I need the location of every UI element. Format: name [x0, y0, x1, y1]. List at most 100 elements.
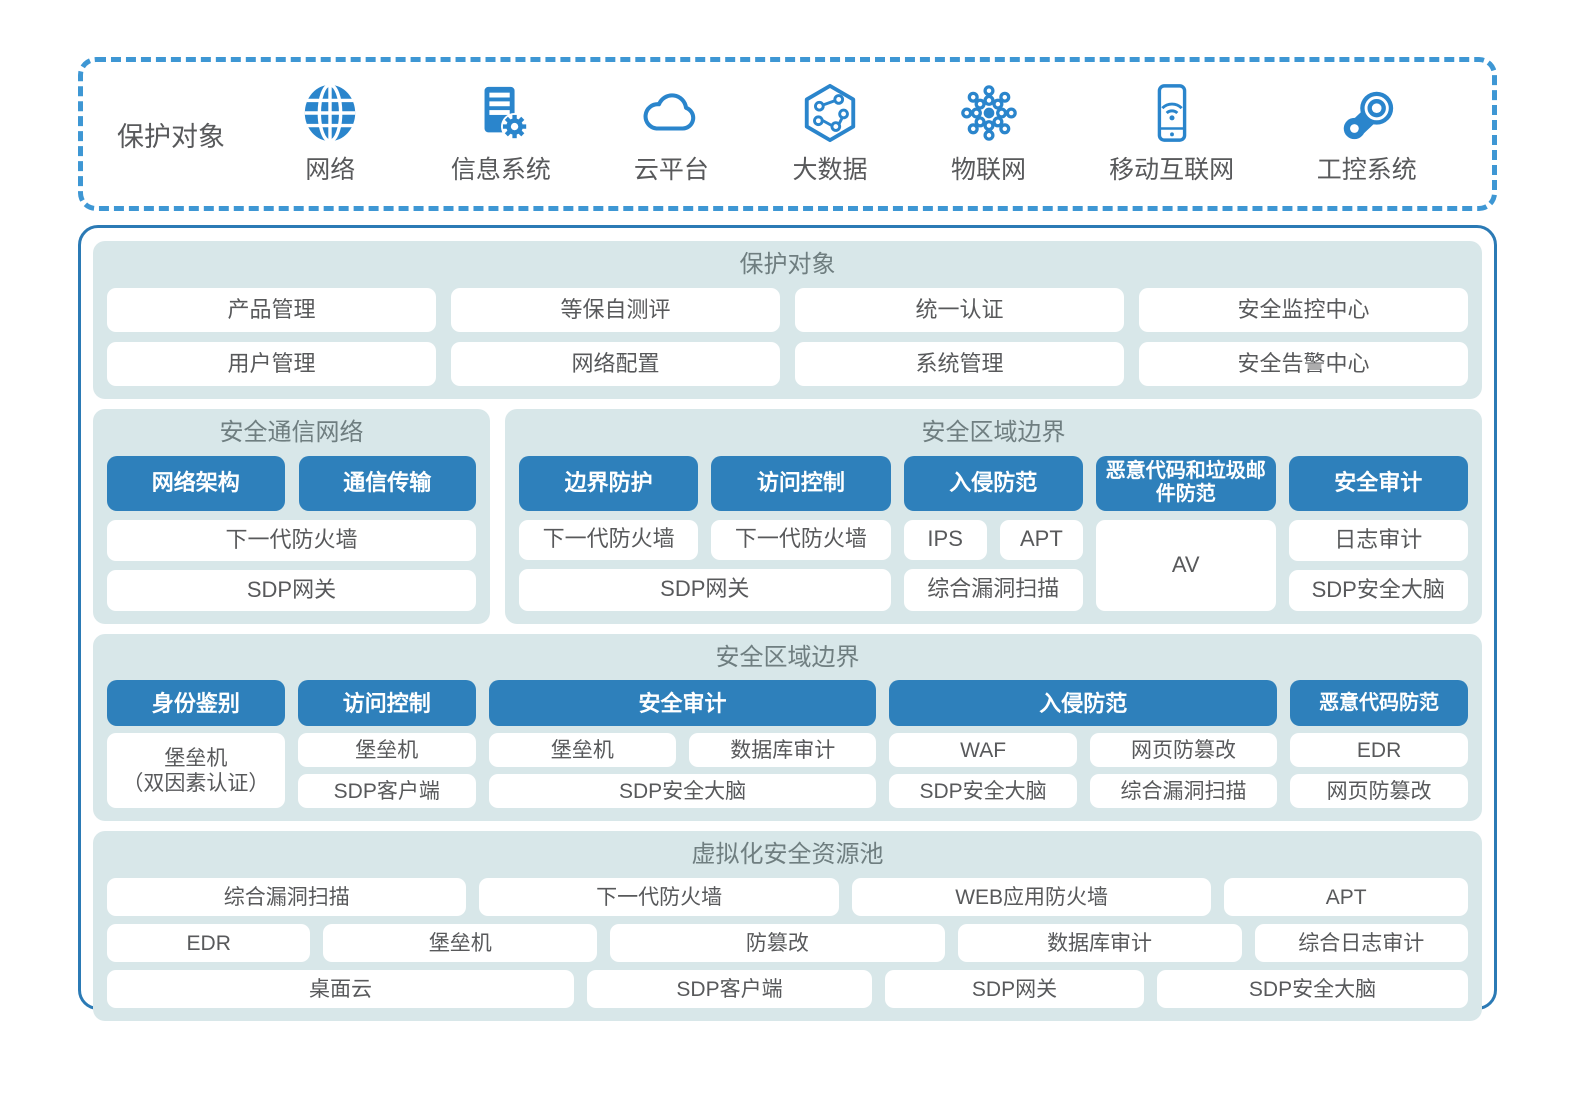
section-title: 安全区域边界 — [921, 418, 1066, 446]
zone2-access-column: 访问控制 堡垒机 SDP客户端 — [297, 680, 476, 809]
item-box: APT — [999, 519, 1084, 560]
protected-objects-banner: 保护对象 网络 — [78, 57, 1497, 211]
item-box: 网络配置 — [451, 341, 780, 386]
zone2-body: 身份鉴别 堡垒机 （双因素认证） 访问控制 堡垒机 SDP客户端 安全审计 堡垒… — [107, 680, 1468, 809]
item-box: 统一认证 — [795, 287, 1124, 332]
zone2-intrusion-column: 入侵防范 WAF 网页防篡改 SDP安全大脑 综合漏洞扫描 — [889, 680, 1278, 809]
industrial-gears-icon — [1343, 91, 1393, 140]
zone2-identity-column: 身份鉴别 堡垒机 （双因素认证） — [107, 680, 285, 809]
item-box: IPS — [903, 519, 987, 560]
item-box: EDR — [1290, 733, 1468, 768]
item-box-shared: SDP网关 — [519, 568, 891, 611]
item-box: 综合漏洞扫描 — [903, 568, 1084, 611]
banner-item-iot: 物联网 — [951, 82, 1027, 186]
category-header: 网络架构 — [107, 455, 285, 511]
item-box: SDP客户端 — [587, 970, 872, 1009]
section-title: 保护对象 — [739, 251, 836, 278]
item-box: WEB应用防火墙 — [851, 878, 1212, 917]
banner-item-mobile: 移动互联网 — [1109, 82, 1234, 186]
section-secure-comm-network: 安全通信网络 网络架构 通信传输 下一代防火墙 SDP网关 — [93, 408, 490, 624]
item-box: 堡垒机 — [488, 733, 677, 768]
server-gear-icon — [484, 86, 528, 141]
category-header: 边界防护 — [519, 455, 699, 511]
zone1-border-access-group: 边界防护 访问控制 下一代防火墙 下一代防火墙 SDP网关 — [519, 455, 891, 611]
banner-item-info-system: 信息系统 — [451, 82, 551, 186]
mobile-wifi-icon — [1157, 84, 1186, 142]
banner-items: 网络 信息系统 — [251, 82, 1458, 186]
category-header: 入侵防范 — [889, 680, 1278, 727]
item-box: 数据库审计 — [957, 924, 1242, 963]
section-title: 虚拟化安全资源池 — [691, 841, 884, 869]
item-box: 下一代防火墙 — [711, 519, 891, 560]
category-header: 访问控制 — [711, 455, 891, 511]
item-box: 安全告警中心 — [1139, 341, 1468, 386]
bigdata-hexagon-icon — [804, 83, 856, 143]
zone1-malware-column: 恶意代码和垃圾邮件防范 AV — [1096, 455, 1276, 611]
banner-item-label: 移动互联网 — [1109, 156, 1235, 184]
zone1-pair-grid: 边界防护 访问控制 下一代防火墙 下一代防火墙 — [519, 455, 891, 560]
item-box: SDP安全大脑 — [488, 774, 877, 809]
security-architecture-container: 保护对象 产品管理 等保自测评 统一认证 安全监控中心 用户管理 网络配置 系统… — [78, 225, 1497, 1022]
item-box: 数据库审计 — [689, 733, 877, 768]
item-box: SDP网关 — [885, 970, 1144, 1009]
banner-item-label: 大数据 — [792, 156, 868, 184]
item-box: 综合漏洞扫描 — [107, 878, 467, 917]
banner-item-network: 网络 — [292, 82, 368, 186]
banner-item-label: 云平台 — [633, 156, 709, 184]
item-box: SDP安全大脑 — [1288, 569, 1468, 611]
item-line: 堡垒机 — [164, 746, 228, 770]
category-header: 恶意代码防范 — [1290, 680, 1468, 727]
category-header: 身份鉴别 — [107, 680, 285, 727]
globe-icon — [305, 83, 356, 143]
item-box: 用户管理 — [107, 341, 436, 386]
pool-row-1: 综合漏洞扫描 下一代防火墙 WEB应用防火墙 APT — [107, 878, 1468, 917]
item-box: 网页防篡改 — [1089, 733, 1278, 768]
management-grid: 产品管理 等保自测评 统一认证 安全监控中心 用户管理 网络配置 系统管理 安全… — [107, 287, 1468, 386]
item-box: 桌面云 — [107, 970, 574, 1009]
category-header: 访问控制 — [297, 680, 476, 727]
banner-item-label: 物联网 — [951, 156, 1027, 184]
item-box: 等保自测评 — [451, 287, 780, 332]
banner-item-industrial: 工控系统 — [1317, 82, 1417, 186]
section-zone-boundary-upper: 安全区域边界 边界防护 访问控制 下一代防火墙 下一代防火墙 SDP网关 入侵防… — [505, 408, 1482, 624]
item-box: 下一代防火墙 — [107, 519, 476, 561]
item-box: WAF — [889, 733, 1077, 768]
zone2-audit-row1: 堡垒机 数据库审计 — [488, 733, 877, 768]
item-box: 堡垒机 — [323, 924, 598, 963]
section-virtual-pool: 虚拟化安全资源池 综合漏洞扫描 下一代防火墙 WEB应用防火墙 APT EDR … — [93, 831, 1482, 1022]
comm-headers: 网络架构 通信传输 — [107, 455, 476, 511]
item-box: AV — [1096, 519, 1276, 611]
category-header: 入侵防范 — [903, 455, 1084, 511]
item-box: 产品管理 — [107, 287, 436, 332]
zone1-audit-column: 安全审计 日志审计 SDP安全大脑 — [1288, 455, 1468, 611]
item-box: 综合漏洞扫描 — [1089, 774, 1278, 809]
pool-row-2: EDR 堡垒机 防篡改 数据库审计 综合日志审计 — [107, 924, 1468, 963]
item-box: 网页防篡改 — [1290, 774, 1468, 809]
banner-item-label: 网络 — [305, 156, 356, 184]
item-box: 日志审计 — [1288, 519, 1468, 561]
banner-item-label: 信息系统 — [450, 156, 551, 184]
item-box: 下一代防火墙 — [479, 878, 839, 917]
item-line: （双因素认证） — [122, 771, 270, 795]
zone1-body: 边界防护 访问控制 下一代防火墙 下一代防火墙 SDP网关 入侵防范 IPS A… — [519, 455, 1468, 611]
cloud-icon — [644, 93, 696, 131]
banner-item-cloud: 云平台 — [633, 82, 709, 186]
banner-item-label: 工控系统 — [1316, 156, 1417, 184]
zone1-intrusion-row1: IPS APT — [903, 519, 1084, 560]
iot-nodes-icon — [960, 85, 1017, 141]
item-box: SDP安全大脑 — [1157, 970, 1468, 1009]
pool-row-3: 桌面云 SDP客户端 SDP网关 SDP安全大脑 — [107, 970, 1468, 1009]
zone2-intrusion-grid: WAF 网页防篡改 SDP安全大脑 综合漏洞扫描 — [889, 733, 1278, 809]
category-header: 恶意代码和垃圾邮件防范 — [1096, 455, 1276, 511]
item-box: 堡垒机 — [297, 733, 476, 768]
section-title: 安全区域边界 — [715, 643, 860, 671]
item-box: SDP安全大脑 — [889, 774, 1077, 809]
item-box-two-line: 堡垒机 （双因素认证） — [107, 733, 285, 809]
item-box: SDP网关 — [107, 569, 476, 611]
item-box: EDR — [107, 924, 311, 963]
item-box: 防篡改 — [610, 924, 945, 963]
item-box: 安全监控中心 — [1139, 287, 1468, 332]
zone2-malware-column: 恶意代码防范 EDR 网页防篡改 — [1290, 680, 1468, 809]
item-box: APT — [1224, 878, 1468, 917]
item-box: SDP客户端 — [297, 774, 476, 809]
